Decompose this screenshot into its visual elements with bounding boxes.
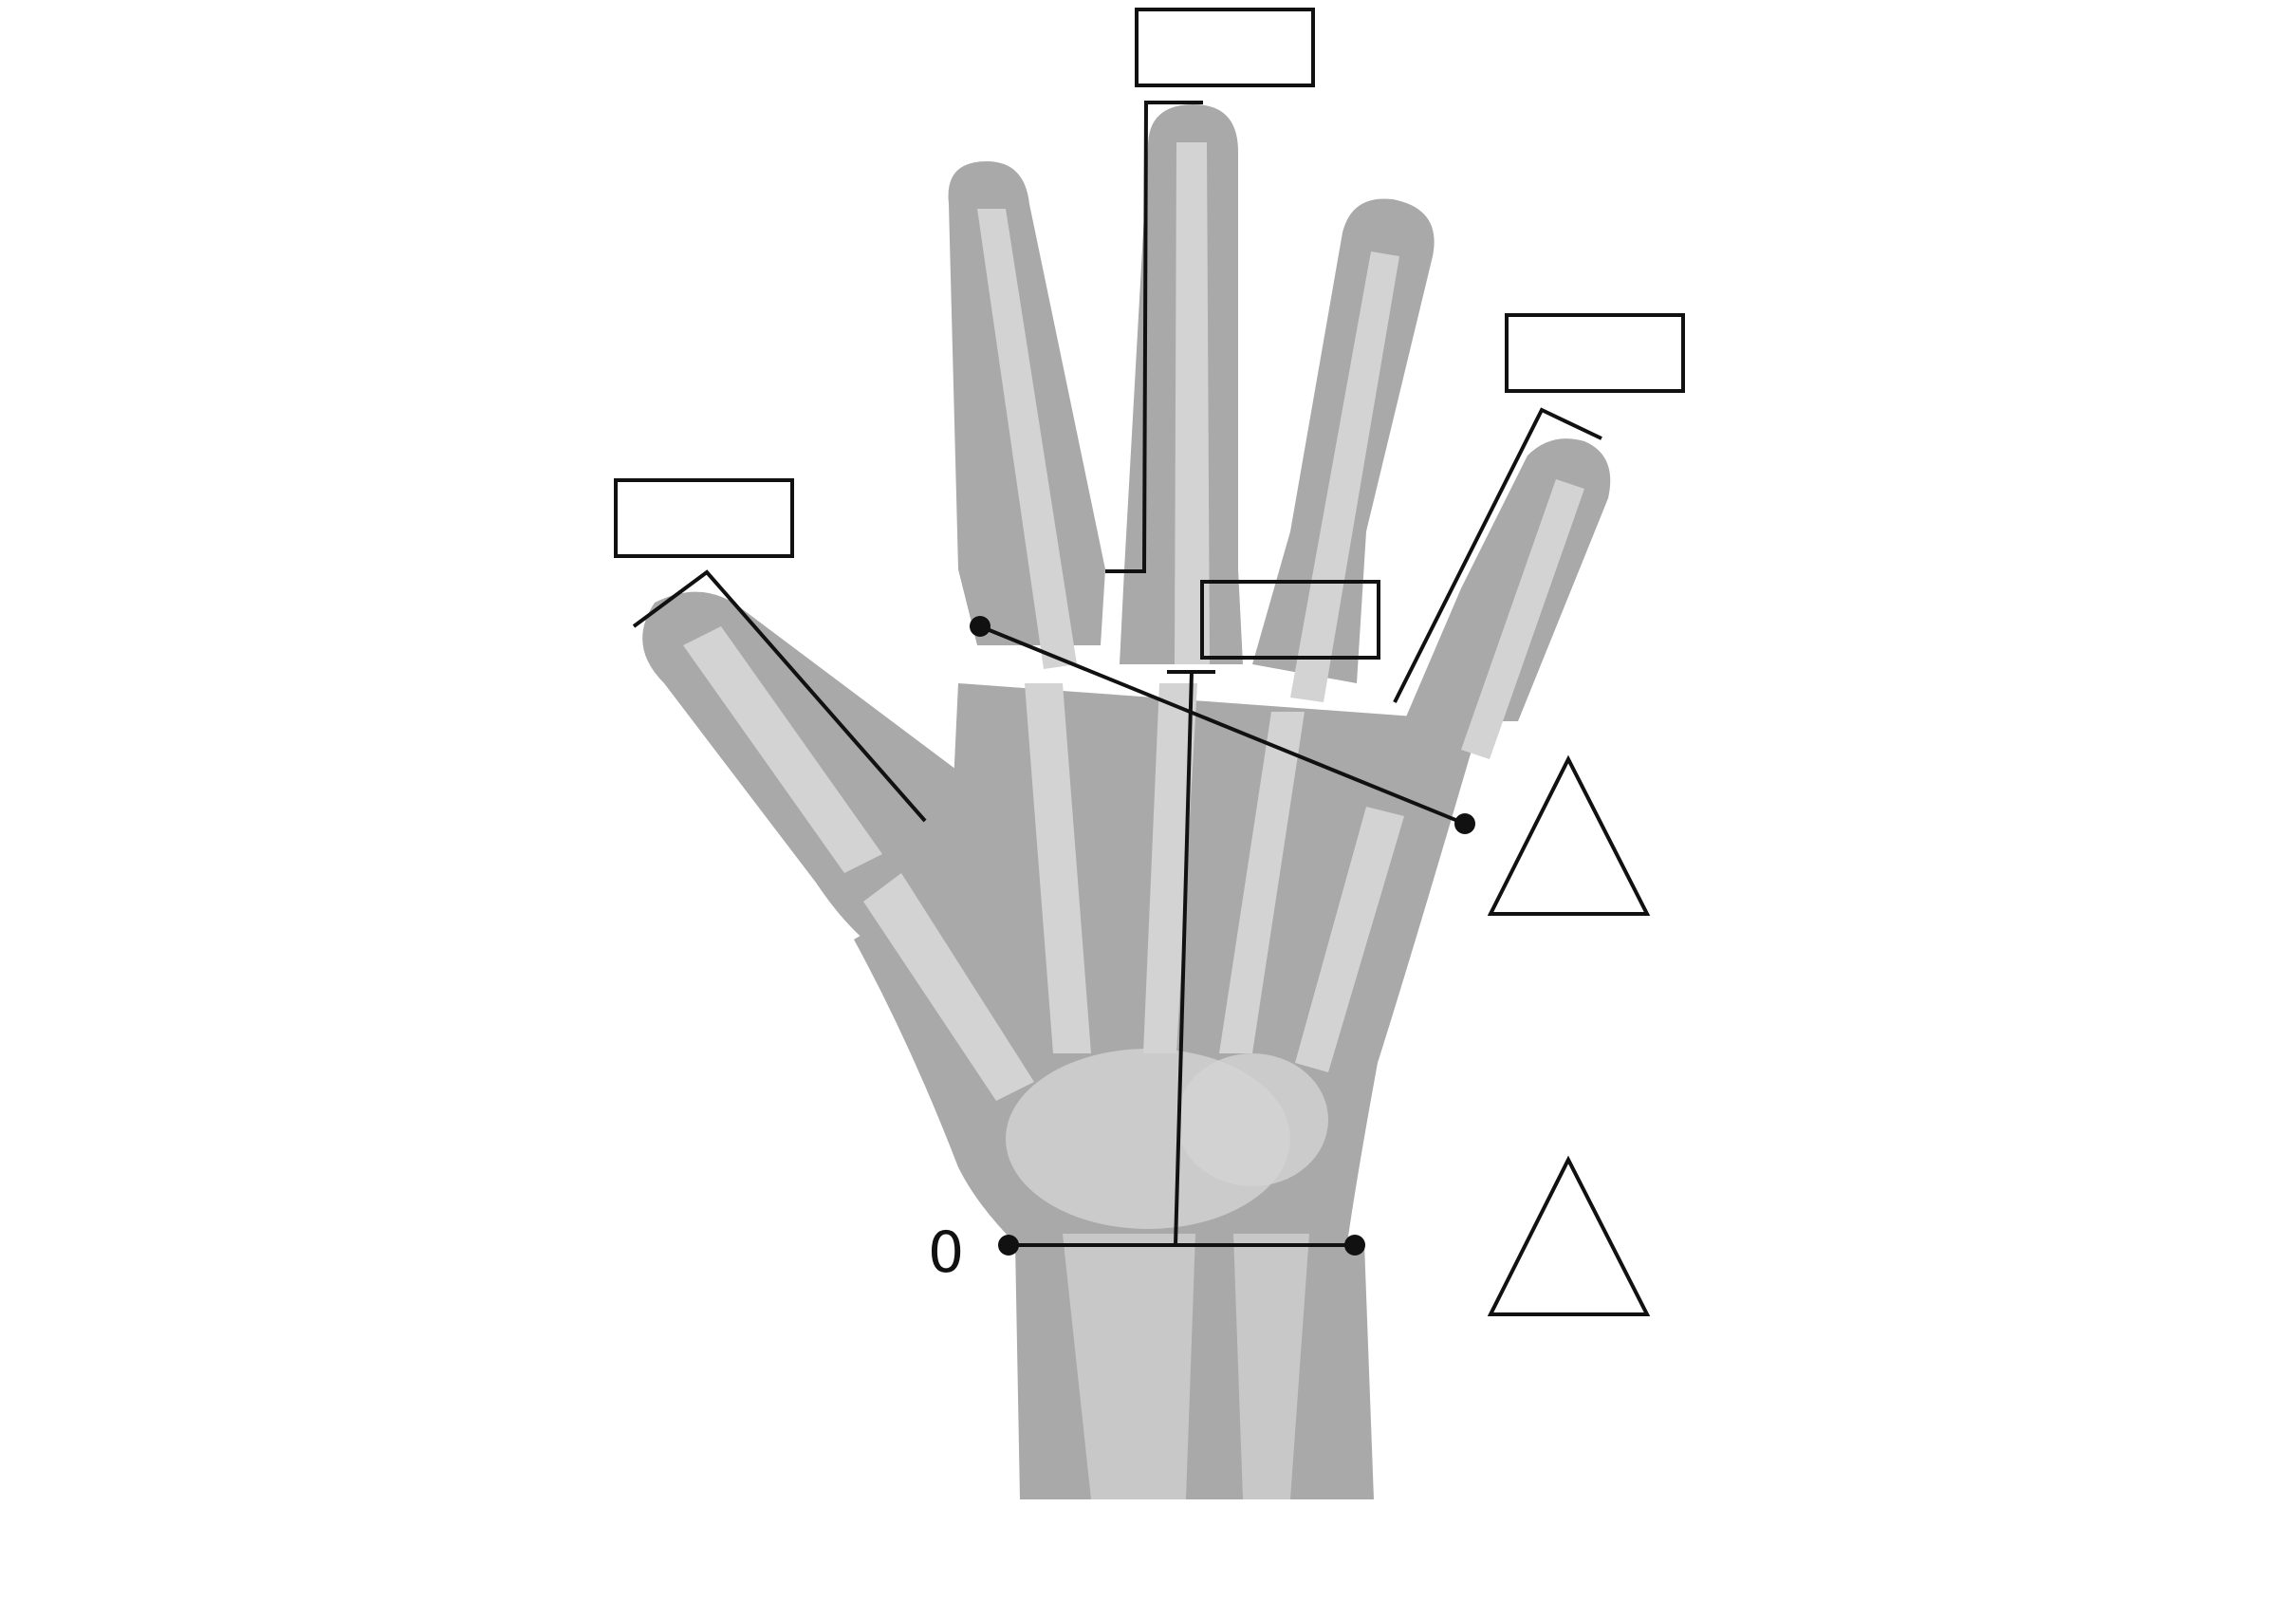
- hand-bones: [683, 142, 1584, 1499]
- upper-triangle: [1487, 754, 1651, 916]
- origin-label: 0: [928, 1219, 965, 1286]
- endpoint-dots: [970, 616, 1475, 1256]
- wrist-right-dot: [1344, 1235, 1365, 1256]
- palm-label-box[interactable]: [1200, 580, 1380, 660]
- palm-length-line: [1174, 671, 1194, 1246]
- middle-finger-label-box[interactable]: [1135, 8, 1315, 87]
- thumb-label-box[interactable]: [614, 478, 794, 558]
- span-end-dot: [1454, 813, 1475, 834]
- span-start-dot: [970, 616, 991, 637]
- annotation-lines: [632, 101, 1602, 1247]
- triangles: [1487, 754, 1651, 1316]
- little-finger-leader-line: [1393, 407, 1602, 703]
- wrist-left-dot: [998, 1235, 1019, 1256]
- thumb-leader-line: [632, 569, 927, 823]
- lower-triangle: [1487, 1155, 1651, 1316]
- span-line: [979, 624, 1466, 826]
- middle-finger-bracket: [1105, 101, 1203, 573]
- little-finger-label-box[interactable]: [1505, 313, 1685, 393]
